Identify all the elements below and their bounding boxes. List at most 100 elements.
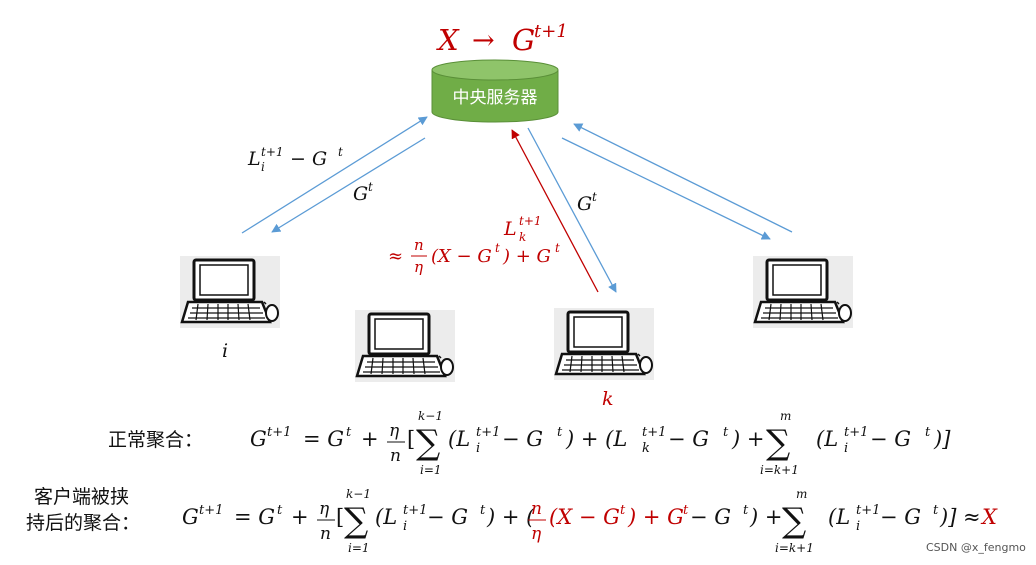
svg-text:− G: − G: [427, 505, 468, 529]
equation-hijacked: 客户端被挟 持后的聚合： G t+1 = G t + η n [ ∑ k−1 i…: [26, 486, 998, 555]
title-sup: t+1: [534, 21, 568, 42]
svg-text:(L: (L: [375, 505, 397, 529]
svg-text:∑: ∑: [782, 501, 806, 541]
svg-text:) + (: ) + (: [486, 505, 535, 529]
svg-text:t: t: [620, 503, 626, 518]
svg-text:+: +: [291, 505, 309, 529]
svg-text:≈: ≈: [388, 246, 403, 267]
svg-text:t+1: t+1: [261, 145, 284, 159]
svg-text:)]: )]: [933, 427, 951, 451]
equation-hijacked-label-line1: 客户端被挟: [34, 486, 129, 508]
title-arrow: →: [472, 25, 495, 56]
svg-text:t+1: t+1: [519, 214, 542, 228]
edge-label-download-k: G t: [577, 190, 597, 215]
arrow-download-k: [527, 127, 617, 293]
svg-text:i: i: [844, 441, 848, 456]
equation-normal-label: 正常聚合：: [108, 429, 203, 451]
equation-normal: 正常聚合： G t+1 = G t + η n [ ∑ k−1 i=1 (L t…: [108, 409, 951, 477]
svg-text:n: n: [390, 446, 401, 466]
svg-text:t+1: t+1: [403, 503, 427, 518]
title-x: X: [436, 23, 460, 57]
svg-text:t: t: [480, 503, 486, 518]
svg-text:η: η: [531, 524, 542, 544]
svg-text:t+1: t+1: [856, 503, 880, 518]
svg-text:t+1: t+1: [199, 503, 223, 518]
svg-text:t: t: [368, 180, 373, 194]
svg-text:k: k: [642, 441, 650, 456]
svg-text:t: t: [723, 425, 729, 440]
svg-text:m: m: [796, 487, 807, 501]
arrow-upload-4: [573, 123, 793, 233]
svg-text:k−1: k−1: [346, 487, 371, 501]
svg-text:[: [: [407, 427, 415, 451]
svg-text:= G: = G: [303, 427, 344, 451]
arrow-upload-k: [511, 129, 599, 293]
svg-text:− G: − G: [690, 505, 731, 529]
edges: [241, 116, 793, 293]
client-laptop-i: [178, 254, 282, 330]
equation-hijacked-result: X: [980, 505, 998, 529]
svg-text:t: t: [592, 190, 597, 204]
svg-text:)] ≈: )] ≈: [939, 505, 981, 529]
svg-text:i=k+1: i=k+1: [775, 541, 814, 555]
title-formula: X → G t+1: [436, 21, 568, 57]
svg-text:t: t: [743, 503, 749, 518]
svg-text:t+1: t+1: [476, 425, 500, 440]
svg-text:) + (L: ) + (L: [565, 427, 627, 451]
svg-text:t: t: [933, 503, 939, 518]
svg-text:t: t: [495, 241, 500, 255]
arrow-download-4: [561, 137, 771, 240]
svg-text:= G: = G: [234, 505, 275, 529]
svg-text:− G: − G: [668, 427, 709, 451]
central-server: 中央服务器: [431, 59, 559, 123]
arrow-download-i: [271, 137, 426, 233]
svg-text:∑: ∑: [344, 501, 368, 541]
svg-text:n: n: [320, 524, 331, 544]
svg-text:G: G: [353, 183, 368, 205]
svg-text:i: i: [856, 519, 860, 534]
svg-text:G: G: [182, 505, 199, 529]
svg-text:t+1: t+1: [844, 425, 868, 440]
svg-text:− G: − G: [880, 505, 921, 529]
svg-text:t: t: [557, 425, 563, 440]
svg-text:G: G: [250, 427, 267, 451]
svg-text:t+1: t+1: [267, 425, 291, 440]
watermark: CSDN @x_fengmo: [926, 541, 1026, 554]
svg-text:(X − G: (X − G: [549, 505, 620, 529]
svg-text:− G: − G: [870, 427, 911, 451]
svg-text:i=1: i=1: [348, 541, 370, 555]
svg-text:t: t: [346, 425, 352, 440]
svg-text:t+1: t+1: [642, 425, 666, 440]
svg-text:i=k+1: i=k+1: [760, 463, 799, 477]
svg-text:) +: ) +: [749, 505, 782, 529]
svg-text:∑: ∑: [416, 423, 440, 463]
svg-text:− G: − G: [290, 148, 327, 170]
svg-text:) + G: ) + G: [627, 505, 684, 529]
server-label: 中央服务器: [453, 88, 538, 108]
client-label-k: k: [602, 388, 614, 410]
svg-text:k: k: [519, 230, 526, 244]
svg-text:[: [: [336, 505, 344, 529]
svg-text:η: η: [414, 258, 423, 276]
svg-text:m: m: [780, 409, 791, 423]
svg-text:+: +: [361, 427, 379, 451]
svg-text:t: t: [683, 503, 689, 518]
svg-text:G: G: [577, 193, 592, 215]
svg-text:(X − G: (X − G: [431, 246, 492, 267]
title-g: G: [512, 23, 535, 57]
svg-text:L: L: [247, 148, 261, 170]
svg-text:) + G: ) + G: [502, 246, 551, 267]
svg-text:η: η: [389, 421, 400, 441]
svg-text:L: L: [503, 218, 517, 240]
svg-text:t: t: [338, 145, 343, 159]
svg-text:i: i: [476, 441, 480, 456]
svg-text:i=1: i=1: [420, 463, 442, 477]
svg-text:t: t: [555, 241, 560, 255]
edge-label-upload-k: L t+1 k ≈ n η (X − G t ) + G t: [388, 214, 560, 276]
svg-text:− G: − G: [502, 427, 543, 451]
client-laptop-4: [751, 254, 855, 330]
svg-text:(L: (L: [816, 427, 838, 451]
arrow-upload-i: [241, 116, 428, 234]
svg-text:i: i: [403, 519, 407, 534]
